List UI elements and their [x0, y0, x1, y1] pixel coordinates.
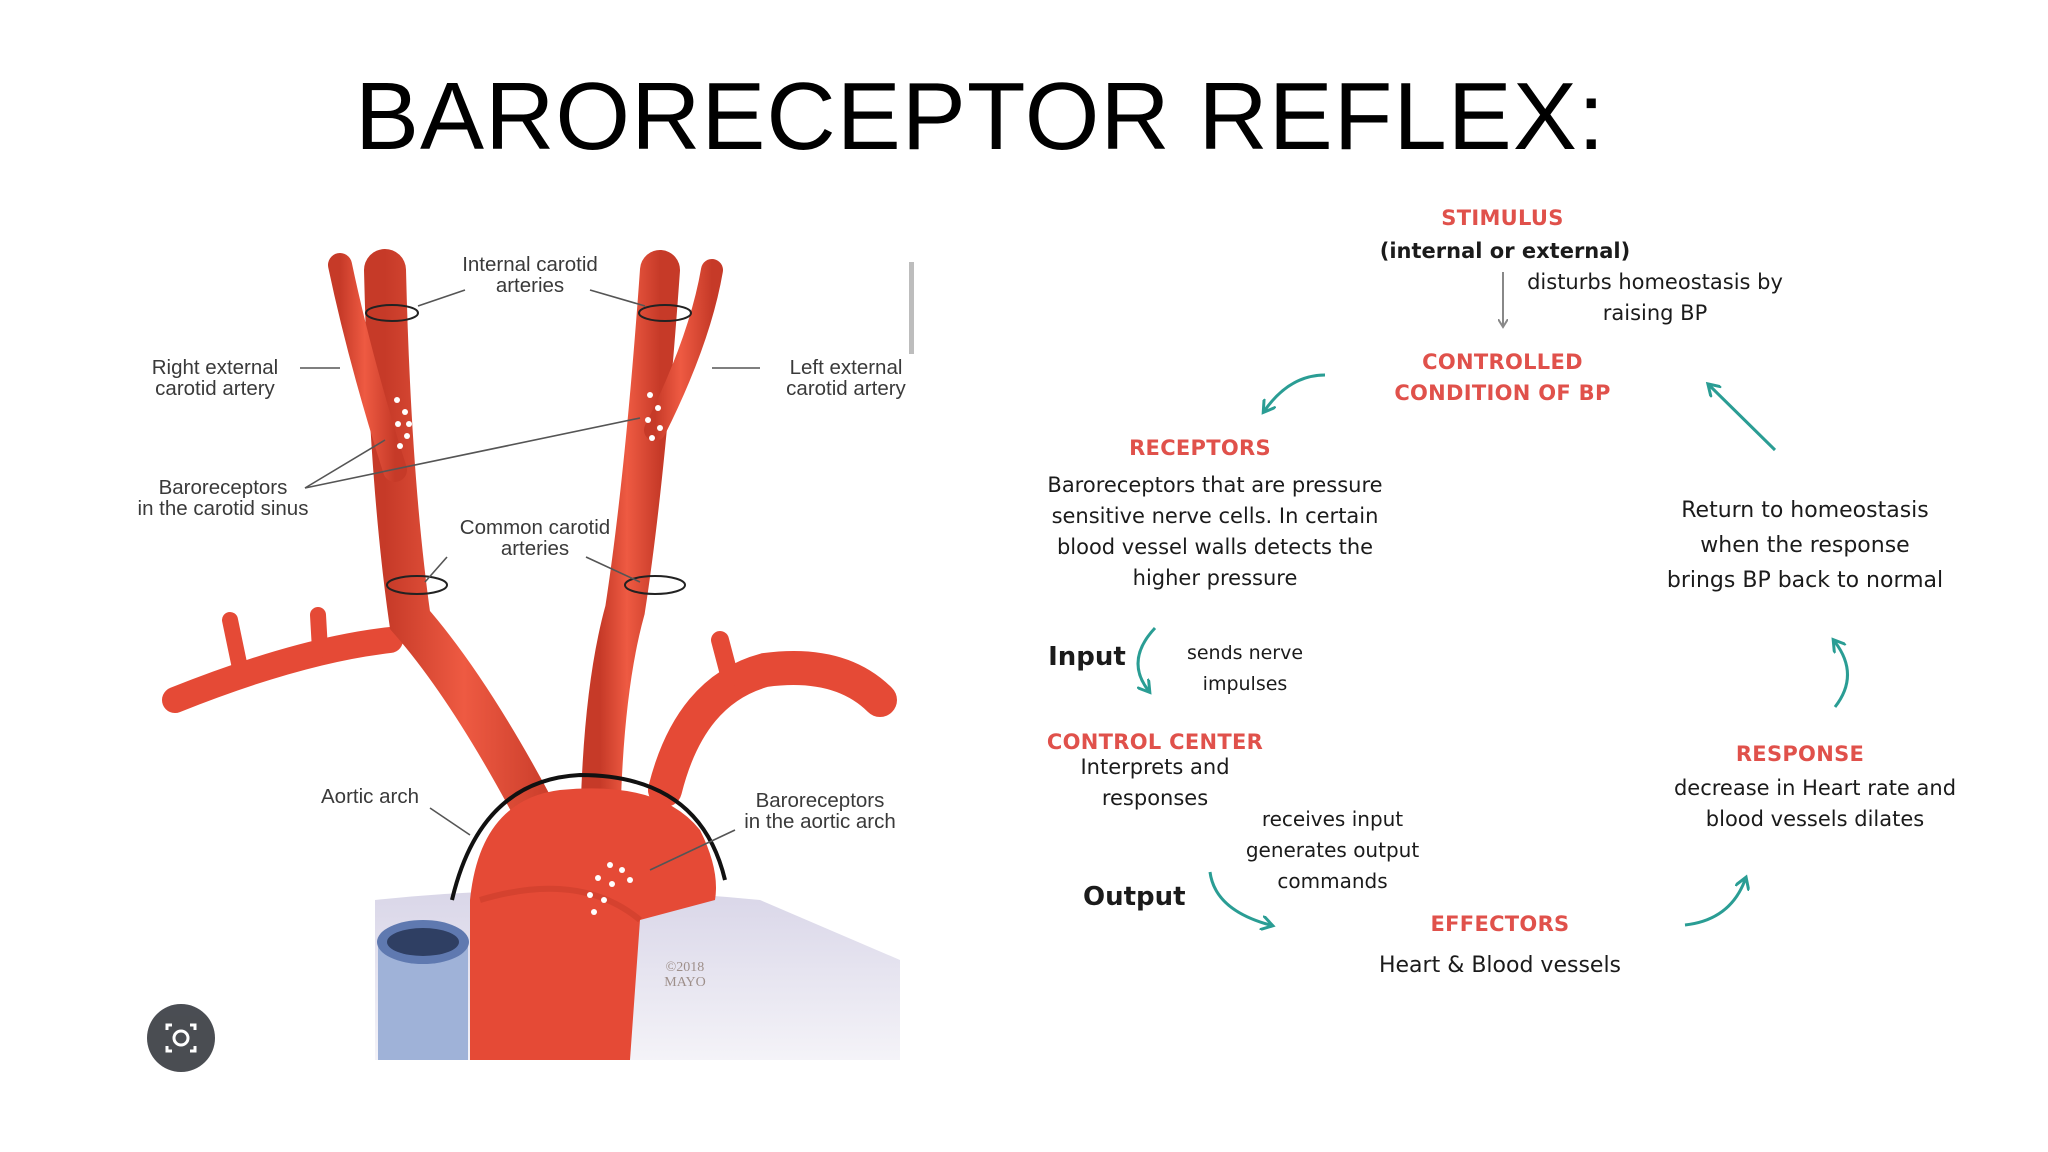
- stimulus-text: disturbs homeostasis by raising BP: [1527, 270, 1783, 325]
- lens-glyph: [165, 1023, 197, 1053]
- label-internal-carotid: Internal carotid arteries: [462, 253, 598, 297]
- right-carotid: [328, 249, 581, 881]
- page-title: BARORECEPTOR REFLEX:: [355, 63, 1606, 170]
- arrow-output: [1208, 871, 1270, 925]
- output-label: Output: [1083, 882, 1186, 912]
- arrow-input: [1136, 626, 1157, 690]
- vessel-rings: [365, 304, 692, 595]
- scroll-indicator: [909, 262, 914, 354]
- arrow-to-return: [1835, 642, 1849, 708]
- subclavian-right: [648, 631, 897, 807]
- stimulus-subheading: (internal or external): [1379, 239, 1631, 263]
- control-center-heading: CONTROL CENTER: [1046, 730, 1264, 754]
- arch-outline: [450, 772, 727, 901]
- label-left-external-carotid: Left external carotid artery: [786, 356, 906, 400]
- illustration-copyright: ©2018 MAYO: [664, 960, 706, 990]
- controlled-condition-heading: CONTROLLED CONDITION OF BP: [1394, 350, 1611, 405]
- left-carotid: [580, 250, 723, 880]
- effectors-text: Heart & Blood vessels: [1378, 953, 1622, 978]
- arrow-to-controlled: [1710, 386, 1777, 452]
- label-right-external-carotid: Right external carotid artery: [151, 356, 279, 400]
- response-heading: RESPONSE: [1735, 742, 1865, 766]
- subclavian-left: [162, 607, 403, 713]
- control-center-text: Interprets and responses: [1080, 755, 1230, 810]
- label-common-carotid: Common carotid arteries: [459, 516, 611, 560]
- stimulus-heading: STIMULUS: [1441, 206, 1564, 230]
- vena-cava: [377, 920, 469, 1060]
- input-text: sends nerve impulses: [1186, 642, 1304, 695]
- effectors-heading: EFFECTORS: [1430, 912, 1570, 936]
- label-aortic-arch: Aortic arch: [321, 785, 419, 808]
- arrow-to-receptors: [1265, 373, 1326, 410]
- return-homeostasis-text: Return to homeostasis when the response …: [1666, 498, 1944, 593]
- output-text: receives input generates output commands: [1245, 807, 1420, 893]
- baroreceptor-dots: [394, 392, 663, 915]
- label-baroreceptors-aortic: Baroreceptors in the aortic arch: [744, 789, 896, 833]
- arrow-to-response: [1684, 880, 1745, 927]
- response-text: decrease in Heart rate and blood vessels…: [1673, 776, 1957, 831]
- label-leaders: [300, 289, 760, 871]
- receptors-text: Baroreceptors that are pressure sensitiv…: [1047, 473, 1383, 590]
- input-label: Input: [1048, 642, 1126, 672]
- label-baroreceptors-sinus: Baroreceptors in the carotid sinus: [137, 476, 309, 520]
- receptors-heading: RECEPTORS: [1129, 436, 1271, 460]
- image-search-icon[interactable]: [147, 1004, 215, 1072]
- aortic-arch: [470, 788, 716, 1060]
